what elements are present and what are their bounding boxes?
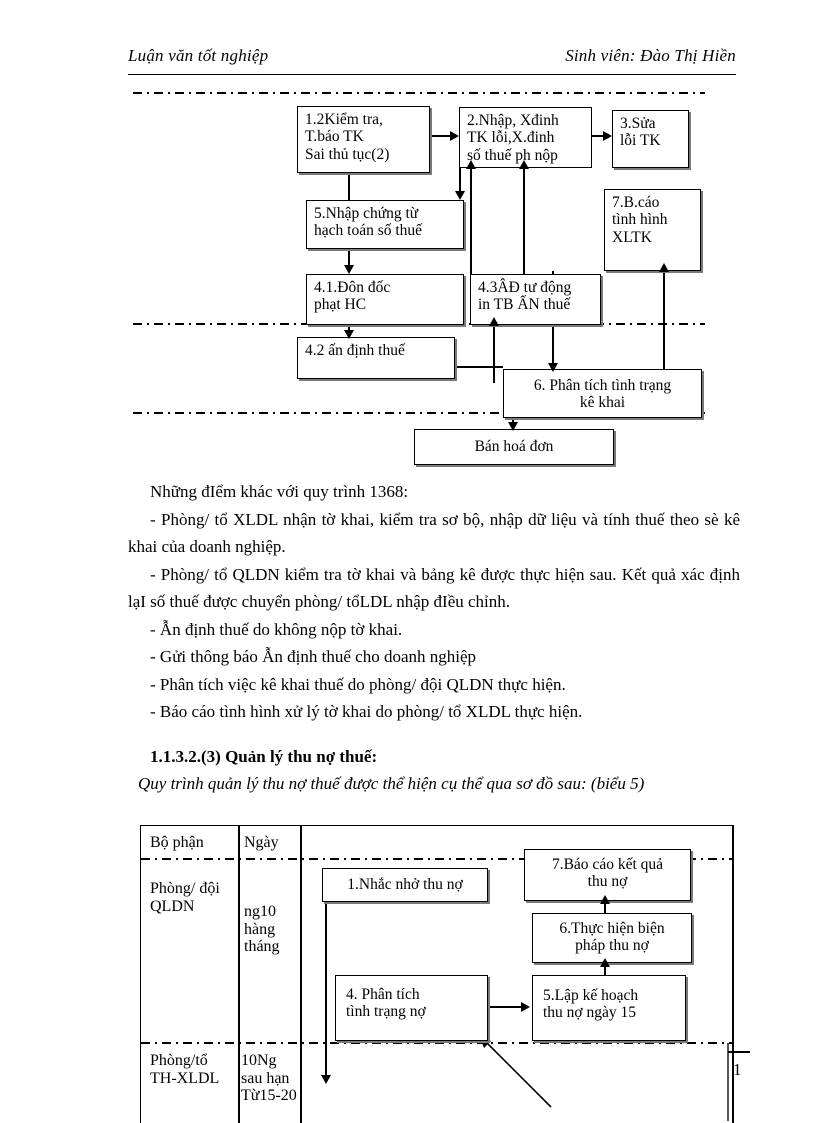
table-header-date: Ngày — [244, 834, 279, 851]
process-box-5: 5.Nhập chứng từ hạch toán số thuế — [306, 200, 464, 249]
arrowhead-box5-to-box41 — [344, 265, 354, 274]
connector-up-into-box43 — [493, 325, 495, 383]
debt-box-6: 6.Thực hiện biện pháp thu nợ — [532, 913, 692, 963]
arrowhead-up-into-box2-left — [466, 160, 476, 169]
arrowhead-box6-to-invoice — [508, 422, 518, 431]
process-box-4-1: 4.1.Đôn đốc phạt HC — [306, 274, 464, 325]
table-column-divider-2 — [300, 825, 302, 1123]
connector-box1-down — [348, 173, 350, 200]
process-box-3: 3.Sửa lỗi TK — [612, 110, 689, 168]
arrowhead-debt-box4-to-box5 — [521, 1002, 530, 1012]
page-number: 1 — [733, 1060, 742, 1079]
connector-debt-box4-to-box5 — [488, 1006, 524, 1008]
lane-separator-bottom — [133, 412, 705, 414]
paragraph-bullet-1: - Phòng/ tổ XLDL nhận tờ khai, kiểm tra … — [128, 509, 740, 557]
connector-up-into-box7 — [663, 271, 665, 376]
process-box-6: 6. Phân tích tình trạng kê khai — [503, 369, 702, 418]
diagram-tax-declaration-process: 1.2Kiểm tra, T.báo TK Sai thủ tục(2) 2.N… — [0, 0, 816, 475]
header-title-left: Luận văn tốt nghiệp — [128, 46, 269, 65]
header-title-right: Sinh viên: Đào Thị Hiền — [565, 46, 736, 65]
table-column-divider-1 — [238, 825, 240, 1123]
page-header: Luận văn tốt nghiệp Sinh viên: Đào Thị H… — [128, 46, 736, 75]
paragraph-bullet-4: - Gửi thông báo Ẫn định thuế cho doanh n… — [150, 647, 477, 667]
connector-up-into-box2-right — [523, 168, 525, 275]
connector-box1-to-box2 — [430, 135, 452, 137]
connector-debt-box6-to-box7 — [604, 901, 606, 915]
lane-separator-top — [133, 92, 705, 94]
arrowhead-box1-to-box2 — [450, 131, 459, 141]
paragraph-bullet-2: - Phòng/ tổ QLDN kiểm tra tờ khai và bản… — [128, 564, 740, 612]
table-frame — [140, 825, 734, 1123]
table-column-divider-3 — [732, 825, 734, 1123]
table-cell-department-row1: Phòng/ đội QLDN — [150, 880, 220, 915]
table-header-separator — [141, 858, 733, 860]
table-lane-separator — [141, 1042, 733, 1044]
process-box-4-2: 4.2 ấn định thuế — [297, 337, 455, 379]
process-box-7: 7.B.cáo tình hình XLTK — [604, 189, 701, 271]
arrowhead-up-into-box2-right — [519, 160, 529, 169]
arrowhead-debt-box6-to-box7 — [600, 895, 610, 904]
paragraph-bullet-3: - Ẫn định thuế do không nộp tờ khai. — [150, 619, 403, 639]
connector-debt-box5-to-box6 — [604, 963, 606, 977]
arrowhead-up-into-box7 — [659, 263, 669, 272]
connector-box2-to-box3 — [592, 135, 605, 137]
paragraph-intro: Những đIểm khác với quy trình 1368: — [150, 482, 409, 501]
body-text-block: Những đIểm khác với quy trình 1368: - Ph… — [128, 478, 740, 798]
figure-caption: Quy trình quản lý thu nợ thuế được thể h… — [138, 774, 645, 794]
arrowhead-box2-to-box3 — [603, 131, 612, 141]
debt-box-7: 7.Báo cáo kết quả thu nợ — [524, 849, 691, 901]
connector-diagonal-into-box4 — [479, 1035, 552, 1108]
arrowhead-into-box5 — [455, 191, 465, 200]
table-cell-department-row2: Phòng/tổ TH-XLDL — [150, 1052, 220, 1087]
arrowhead-up-into-box43 — [489, 317, 499, 326]
paragraph-bullet-5: - Phân tích việc kê khai thuế do phòng/ … — [150, 674, 566, 694]
connector-up-into-box2-left — [470, 168, 472, 280]
process-box-ban-hoa-don: Bán hoá đơn — [414, 429, 614, 465]
section-heading: 1.1.3.2.(3) Quản lý thu nợ thuế: — [150, 746, 378, 766]
connector-debt-box1-down — [325, 888, 327, 1082]
table-cell-date-row1: ng10 hàng tháng — [244, 903, 280, 956]
arrowhead-debt-box1-down — [321, 1075, 331, 1084]
connector-box5-down — [348, 249, 350, 270]
page-number-rule — [728, 1051, 750, 1053]
table-header-department: Bộ phận — [150, 834, 204, 851]
paragraph-bullet-6: - Báo cáo tình hình xử lý tờ khai do phò… — [150, 702, 583, 722]
process-box-4-3: 4.3ÂĐ tư động in TB ẤN thuế — [470, 274, 601, 325]
arrowhead-box41-to-box42 — [344, 330, 354, 339]
arrowhead-debt-box5-to-box6 — [600, 958, 610, 967]
debt-box-4: 4. Phân tích tình trạng nợ — [335, 975, 488, 1041]
table-cell-date-row2: 10Ng sau hạn Từ15-20 — [241, 1052, 297, 1105]
process-box-2: 2.Nhập, Xđinh TK lỗi,X.đinh số thuế ph n… — [459, 107, 592, 168]
debt-box-1: 1.Nhắc nhở thu nợ — [322, 868, 488, 902]
connector-box42-right — [455, 366, 503, 368]
debt-box-5: 5.Lập kế hoạch thu nợ ngày 15 — [532, 975, 686, 1041]
page-right-edge-marker — [727, 1043, 729, 1121]
arrowhead-into-box6 — [548, 363, 558, 372]
process-box-1-2: 1.2Kiểm tra, T.báo TK Sai thủ tục(2) — [297, 106, 430, 173]
connector-down-into-box5 — [459, 168, 461, 196]
